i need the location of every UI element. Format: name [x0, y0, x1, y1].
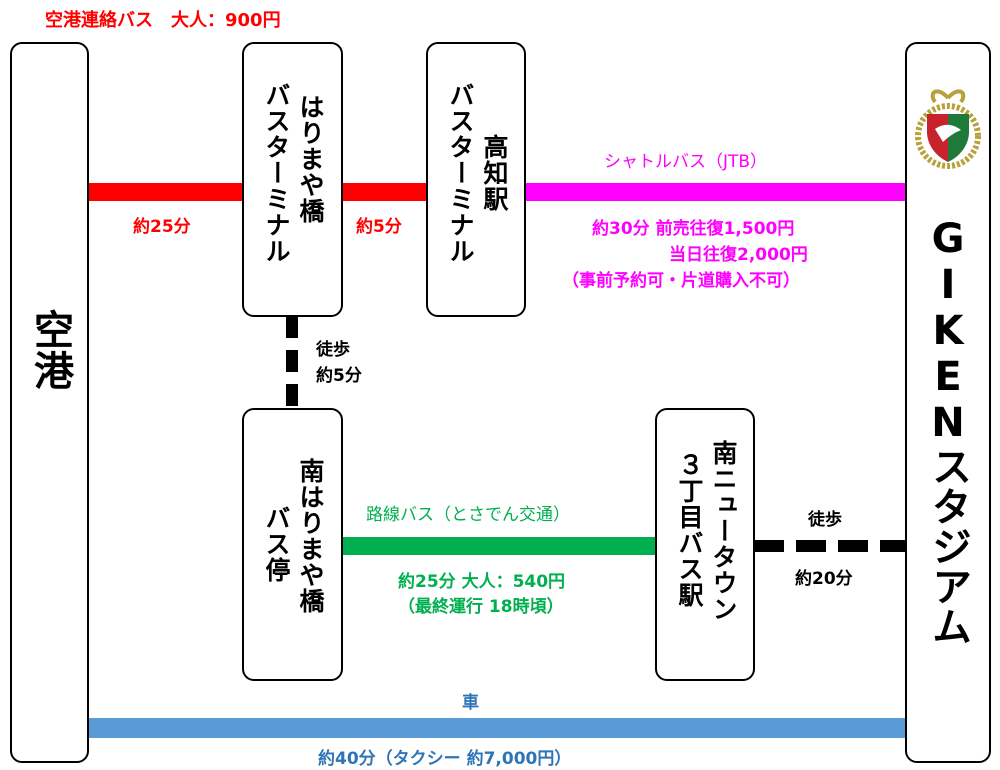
- station-kochi: 高知駅 バスターミナル: [426, 42, 526, 317]
- car-detail: 約40分（タクシー 約7,000円）: [318, 749, 572, 769]
- walk2-label: 徒歩: [808, 510, 842, 530]
- airport-bus-fare: 空港連絡バス 大人：900円: [45, 10, 281, 31]
- station-label: 南ニュータウン: [709, 440, 738, 622]
- station-giken-stadium: GIKENスタジアム: [905, 42, 991, 763]
- shuttle-title: シャトルバス（JTB）: [604, 152, 768, 172]
- shuttle-note: （事前予約可・片道購入不可）: [562, 271, 800, 291]
- shuttle-price-sameday: 当日往復2,000円: [669, 245, 808, 265]
- station-label: 南はりまや橋: [296, 458, 325, 614]
- station-minami-harimaya: 南はりまや橋 バス停: [242, 408, 343, 681]
- station-minami-newtown: 南ニュータウン ３丁目バス駅: [655, 408, 755, 681]
- walk1-label: 徒歩: [316, 340, 350, 360]
- airport-label: 空港: [27, 309, 73, 391]
- local-bus-title: 路線バス（とさでん交通）: [366, 505, 570, 525]
- local-bus-route: [342, 537, 655, 555]
- airport-bus-route-1: [88, 183, 242, 201]
- giken-label: GIKENスタジアム: [925, 216, 971, 646]
- station-label: バスターミナル: [262, 82, 291, 264]
- station-label: はりまや橋: [296, 94, 325, 224]
- station-label: バスターミナル: [446, 82, 475, 264]
- local-bus-fare: 約25分 大人：540円: [398, 572, 566, 592]
- shuttle-bus-route: [525, 183, 905, 201]
- walk1-time: 約5分: [316, 366, 362, 386]
- local-bus-last-service: （最終運行 18時頃）: [398, 597, 564, 617]
- station-harimaya-terminal: はりまや橋 バスターミナル: [242, 42, 343, 317]
- station-label: ３丁目バス駅: [675, 452, 704, 608]
- station-label: 高知駅: [480, 134, 509, 212]
- walk2-time: 約20分: [795, 569, 853, 589]
- walk-route-1: [286, 316, 298, 408]
- car-route: [88, 718, 905, 738]
- airport-bus-route-2: [342, 183, 426, 201]
- giken-stadium-logo: [915, 89, 981, 169]
- car-title: 車: [462, 693, 479, 713]
- walk-route-2: [754, 540, 905, 552]
- station-airport: 空港: [10, 42, 89, 763]
- red-route-time-1: 約25分: [133, 217, 191, 237]
- red-route-time-2: 約5分: [356, 217, 402, 237]
- shuttle-price-advance: 約30分 前売往復1,500円: [592, 219, 795, 239]
- station-label: バス停: [262, 505, 291, 583]
